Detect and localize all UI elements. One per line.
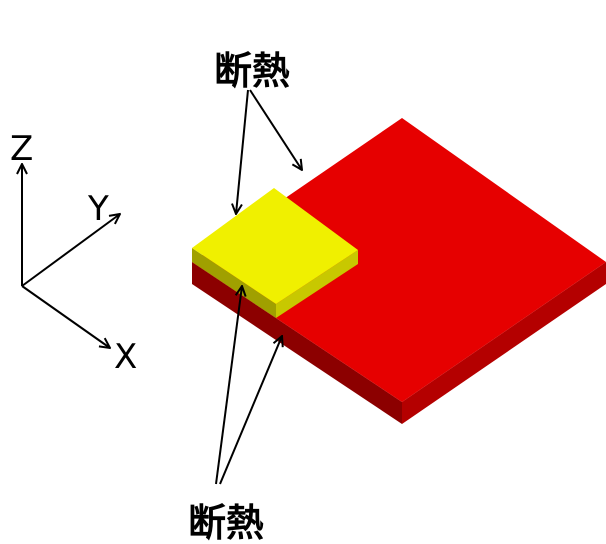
x-axis-arrow bbox=[21, 285, 110, 348]
bottom-insulation-label: 断熱 bbox=[188, 501, 265, 544]
y-axis-arrow bbox=[21, 214, 120, 287]
bottom-arrow-to-block bbox=[215, 286, 242, 485]
axes-triad bbox=[22, 164, 120, 348]
bottom-annotation-arrows bbox=[215, 286, 282, 485]
yellow-block-top-face bbox=[192, 188, 358, 304]
red-plate-right-face bbox=[402, 262, 606, 424]
x-axis-label: X bbox=[114, 337, 138, 377]
top-insulation-label: 断熱 bbox=[214, 49, 291, 93]
z-axis-label: Z bbox=[10, 129, 34, 169]
bottom-arrow-to-plate bbox=[219, 336, 282, 485]
top-arrow-to-plate bbox=[249, 89, 302, 170]
y-axis-label: Y bbox=[88, 189, 109, 229]
red-plate-top-face bbox=[192, 118, 606, 402]
yellow-block-right-face bbox=[276, 250, 358, 318]
yellow-block-front-face bbox=[192, 248, 276, 318]
red-plate bbox=[192, 118, 606, 424]
red-plate-front-face bbox=[192, 262, 402, 424]
top-annotation-arrows bbox=[236, 89, 302, 214]
top-arrow-to-block bbox=[236, 89, 249, 214]
yellow-block bbox=[192, 188, 358, 318]
